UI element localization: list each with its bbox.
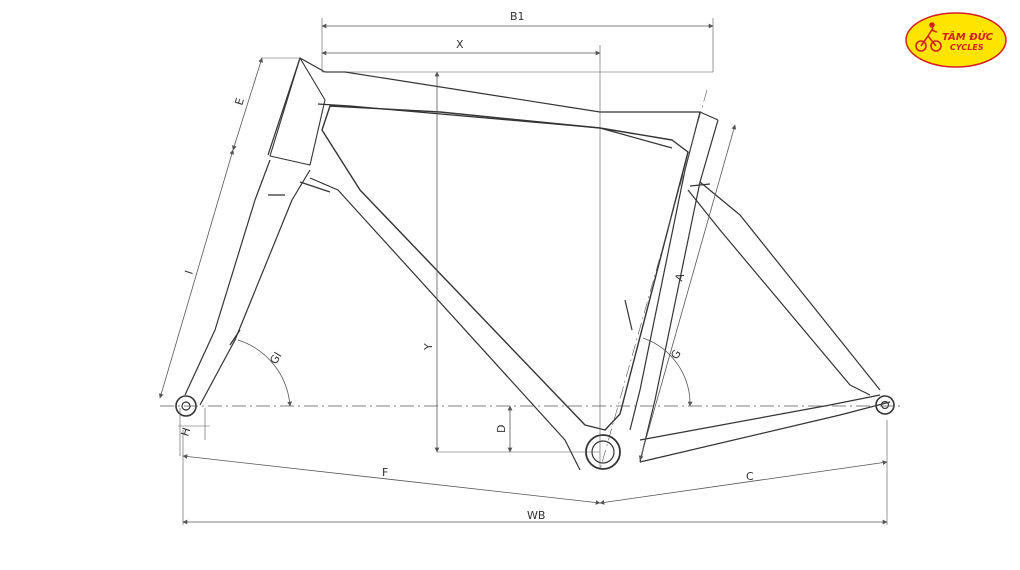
frame-outline [175, 57, 895, 471]
dimension-lines [158, 18, 900, 525]
cyclist-icon [915, 22, 942, 52]
label-a: A [672, 271, 687, 283]
label-y: Y [422, 343, 435, 351]
label-h: H [178, 426, 193, 438]
label-b1: B1 [510, 10, 525, 23]
label-x: X [456, 38, 464, 51]
label-g: G [668, 348, 684, 362]
label-e: E [232, 96, 247, 107]
logo-line2: CYCLES [950, 43, 984, 52]
label-d: D [495, 425, 508, 433]
label-i: I [182, 269, 195, 276]
label-c: C [746, 470, 754, 483]
logo-line1: TÂM ĐỨC [942, 29, 994, 43]
label-gi: GI [267, 350, 284, 367]
label-wb: WB [527, 509, 545, 522]
brand-logo: TÂM ĐỨC CYCLES [905, 12, 1007, 68]
label-f: F [382, 466, 388, 479]
